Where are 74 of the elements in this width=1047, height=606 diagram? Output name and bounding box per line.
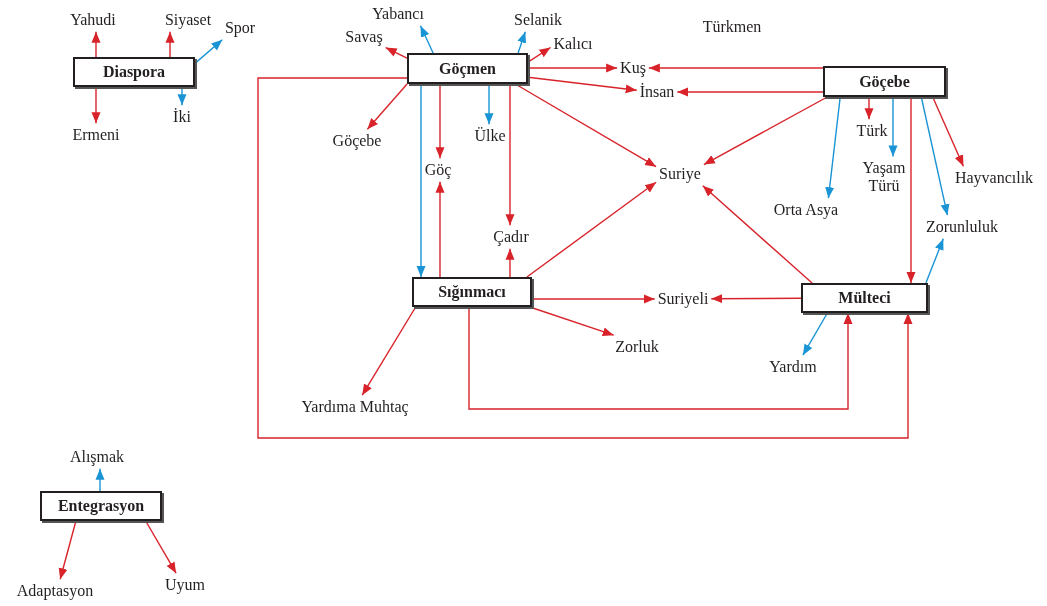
term-label: Selanik bbox=[514, 11, 562, 29]
arrow bbox=[257, 77, 913, 439]
term-label: Orta Asya bbox=[773, 201, 839, 219]
arrow bbox=[527, 76, 638, 94]
term-label: Türk bbox=[856, 122, 888, 140]
arrow bbox=[932, 96, 965, 167]
arrow bbox=[435, 83, 445, 159]
term-label: Çadır bbox=[493, 228, 529, 246]
term-label: Kuş bbox=[620, 59, 646, 77]
concept-box: Mülteci bbox=[801, 283, 928, 313]
arrow bbox=[531, 294, 656, 304]
arrow bbox=[58, 520, 77, 580]
arrow bbox=[165, 31, 175, 58]
arrow bbox=[906, 96, 916, 284]
term-label: Adaptasyon bbox=[16, 582, 94, 600]
arrow bbox=[802, 312, 829, 356]
arrow bbox=[710, 294, 802, 304]
arrow bbox=[468, 306, 853, 410]
term-label: Yardım bbox=[769, 358, 817, 376]
arrow bbox=[416, 83, 426, 278]
arrow bbox=[484, 83, 494, 125]
arrow bbox=[527, 46, 552, 63]
term-label: Göç bbox=[424, 161, 452, 179]
term-label: Ermeni bbox=[72, 126, 120, 144]
term-label: Ülke bbox=[474, 127, 506, 145]
concept-box: Sığınmacı bbox=[412, 277, 532, 307]
concept-box: Göçebe bbox=[823, 66, 946, 97]
term-label: Yabancı bbox=[372, 5, 424, 23]
term-label: İki bbox=[173, 108, 191, 126]
arrow bbox=[385, 46, 408, 59]
arrow bbox=[920, 96, 950, 216]
term-label: Hayvancılık bbox=[954, 169, 1034, 187]
arrow bbox=[925, 238, 944, 284]
term-label: Yaşam Türü bbox=[856, 159, 912, 195]
arrow bbox=[648, 63, 824, 73]
arrow bbox=[91, 86, 101, 124]
term-label: Spor bbox=[224, 19, 256, 37]
concept-box: Göçmen bbox=[407, 53, 528, 84]
term-label: Türkmen bbox=[702, 18, 762, 36]
term-label: Uyum bbox=[165, 576, 205, 594]
term-label: Yardıma Muhtaç bbox=[301, 398, 409, 416]
arrow bbox=[419, 25, 434, 54]
arrow bbox=[517, 31, 526, 54]
term-label: Kalıcı bbox=[553, 35, 593, 53]
arrow bbox=[145, 520, 177, 574]
term-label: Zorluk bbox=[615, 338, 659, 356]
arrow bbox=[177, 86, 187, 106]
arrow bbox=[676, 87, 824, 97]
arrow bbox=[435, 181, 445, 278]
arrow bbox=[366, 83, 408, 130]
term-label: Alışmak bbox=[69, 448, 125, 466]
term-label: Yahudi bbox=[70, 11, 116, 29]
arrow bbox=[527, 63, 618, 73]
arrow bbox=[702, 185, 813, 284]
arrow bbox=[526, 181, 657, 278]
concept-box: Entegrasyon bbox=[40, 491, 162, 521]
term-label: Siyaset bbox=[164, 11, 212, 29]
term-label: İnsan bbox=[639, 83, 675, 101]
arrow bbox=[194, 39, 223, 65]
term-label: Zorunluluk bbox=[926, 218, 998, 236]
arrow bbox=[95, 468, 105, 492]
arrow bbox=[361, 306, 417, 396]
arrow bbox=[505, 248, 515, 278]
concept-box: Diaspora bbox=[73, 57, 195, 87]
arrow bbox=[825, 96, 841, 199]
arrow bbox=[91, 31, 101, 58]
arrow bbox=[888, 96, 898, 158]
arrow bbox=[864, 96, 874, 120]
term-label: Göçebe bbox=[332, 132, 382, 150]
term-label: Savaş bbox=[345, 28, 383, 46]
term-label: Suriye bbox=[659, 165, 701, 183]
term-label: Suriyeli bbox=[657, 290, 709, 308]
arrow bbox=[703, 96, 828, 166]
arrow bbox=[505, 83, 515, 226]
